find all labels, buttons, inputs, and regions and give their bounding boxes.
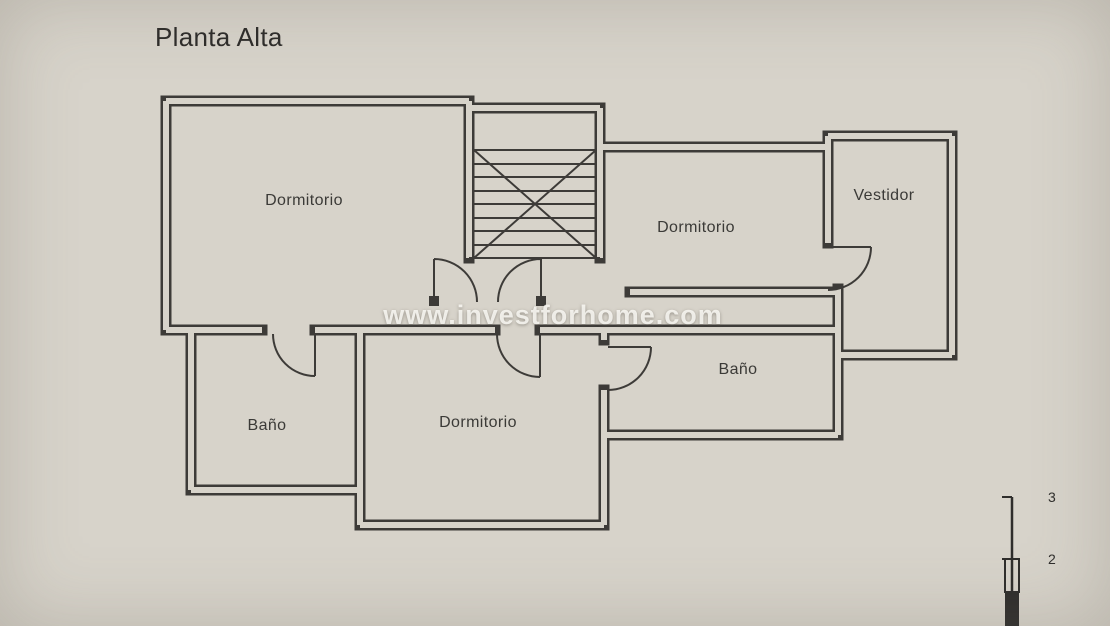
watermark: www.investforhome.com: [383, 300, 723, 330]
door-hinge-block: [536, 296, 546, 306]
room-label-dormitorio-principal: Dormitorio: [265, 192, 343, 209]
walls: [160, 95, 958, 531]
door-hinge-block: [429, 296, 439, 306]
staircase: [469, 149, 600, 259]
room-label-vestidor: Vestidor: [853, 187, 915, 204]
room-label-bano-izquierdo: Baño: [247, 417, 287, 434]
scale-label-2: 2: [1048, 551, 1056, 567]
scale-bar: [1002, 496, 1020, 626]
scale-label-3: 3: [1048, 489, 1056, 505]
page-title: Planta Alta: [155, 22, 283, 52]
door-arcs: [272, 246, 872, 391]
room-label-dormitorio-inferior: Dormitorio: [439, 414, 517, 431]
room-label-bano-derecho: Baño: [718, 361, 758, 378]
room-label-dormitorio-medio: Dormitorio: [657, 219, 735, 236]
